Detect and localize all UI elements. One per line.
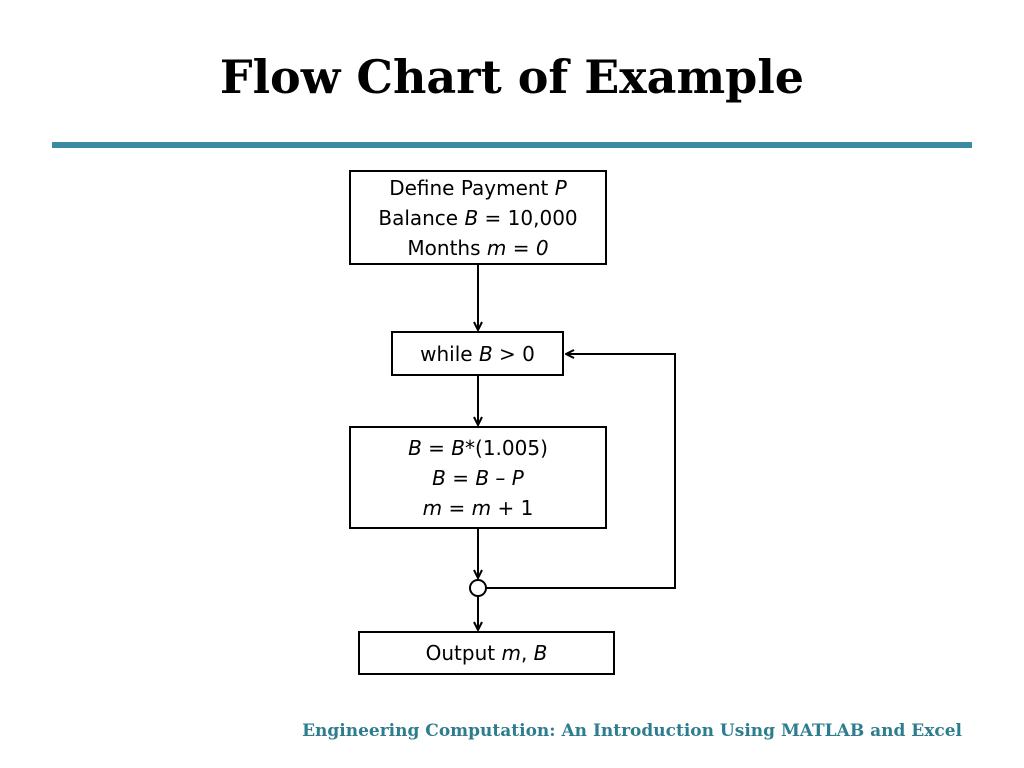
loop-back-arrow <box>486 354 676 589</box>
update-box: B = B*(1.005) B = B – P m = m + 1 <box>349 426 607 529</box>
output-box: Output m, B <box>358 631 615 675</box>
output-line: Output m, B <box>425 641 548 665</box>
update-month-line: m = m + 1 <box>422 495 534 520</box>
define-balance-line: Balance B = 10,000 <box>378 205 578 230</box>
title-divider <box>52 142 972 148</box>
while-box: while B > 0 <box>391 331 564 376</box>
update-interest-line: B = B*(1.005) <box>408 435 548 460</box>
while-condition: while B > 0 <box>420 341 535 366</box>
define-payment-line: Define Payment P <box>389 175 567 200</box>
footer-caption: Engineering Computation: An Introduction… <box>302 721 962 741</box>
update-payment-line: B = B – P <box>432 465 524 490</box>
junction-node <box>469 579 487 597</box>
define-months-line: Months m = 0 <box>407 235 549 260</box>
define-box: Define Payment P Balance B = 10,000 Mont… <box>349 170 607 265</box>
page-title: Flow Chart of Example <box>219 50 805 104</box>
